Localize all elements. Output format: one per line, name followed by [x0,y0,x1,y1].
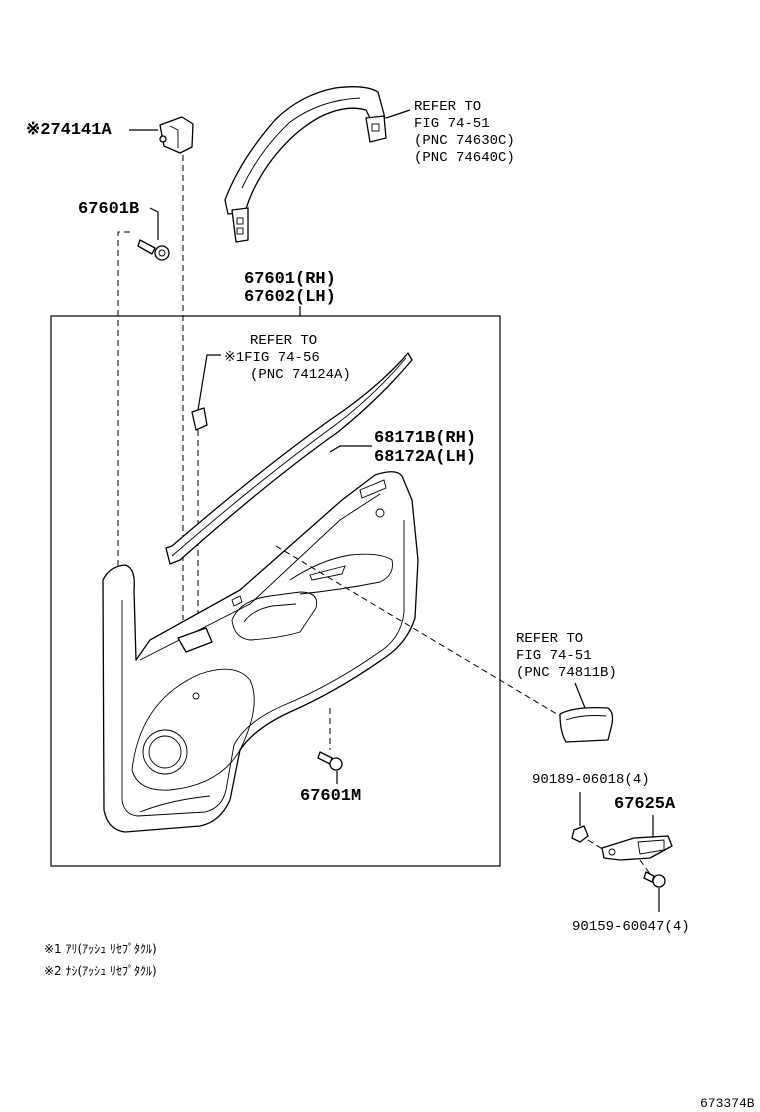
note-1: ※1 ｱﾘ(ｱｯｼｭ ﾘｾﾌﾟﾀｸﾙ) [44,942,157,956]
note-2: ※2 ﾅｼ(ｱｯｼｭ ﾘｾﾌﾟﾀｸﾙ) [44,964,157,978]
leader-ref2 [197,354,221,411]
figure-id: 673374B [700,1096,755,1111]
label-67625A: 67625A [614,795,676,814]
clip-74124A [191,407,208,431]
ref3-line3: (PNC 74811B) [516,665,617,681]
ref1-line2: FIG 74-51 [414,116,490,132]
label-67602-lh: 67602(LH) [244,288,336,307]
dash-handle [275,545,561,717]
leader-67601B [149,207,159,240]
label-74141A: ※274141A [26,121,112,140]
leader-68171B [329,445,372,453]
door-panel-frame [50,315,501,867]
nut-90189 [571,825,589,843]
label-68171B: 68171B(RH) [374,429,476,448]
weatherstrip [165,352,413,565]
clip-67601M [317,751,343,771]
label-67601B: 67601B [78,200,139,219]
leader-ref1 [385,109,411,119]
ref1-line4: (PNC 74640C) [414,150,515,166]
bracket-67625A [601,835,673,861]
ref3-line1: REFER TO [516,631,583,647]
ref2-line1: REFER TO [250,333,317,349]
label-67601M: 67601M [300,787,361,806]
ref1-line3: (PNC 74630C) [414,133,515,149]
clip-74141A [159,116,194,154]
label-68172A: 68172A(LH) [374,448,476,467]
bolt-90159 [643,871,666,888]
screw-67601B [137,239,170,261]
leader-ref3 [574,682,586,709]
ref3-line2: FIG 74-51 [516,648,592,664]
ref2-line3: (PNC 74124A) [250,367,351,383]
dash-nut [587,839,605,851]
label-90159: 90159-60047(4) [572,919,690,935]
door-trim-panel [102,471,419,833]
dash-bolt [639,859,651,875]
ref2-line2: ※1FIG 74-56 [224,350,320,366]
ref1-line1: REFER TO [414,99,481,115]
pull-handle-cup [559,706,614,743]
label-90189: 90189-06018(4) [532,772,650,788]
assist-grip [224,86,387,243]
dash-67601B [117,231,130,570]
label-67601-rh: 67601(RH) [244,270,336,289]
